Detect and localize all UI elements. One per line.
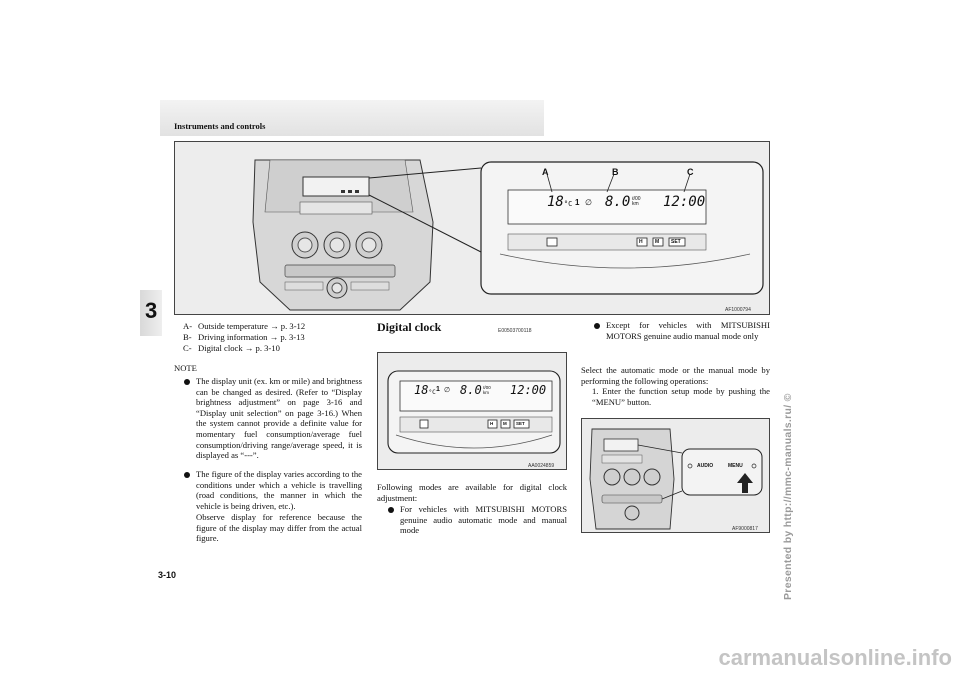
note-bullet-1: The display unit (ex. km or mile) and br… [184, 376, 362, 461]
label-c: C [687, 167, 694, 177]
chapter-number: 3 [145, 298, 158, 323]
bullet-dot [184, 472, 190, 478]
clock-figure: 18°C 1 ∅ 8.0 ℓ/00 km 12:00 H M SET AA002… [377, 352, 567, 470]
header-title: Instruments and controls [174, 121, 266, 131]
side-watermark: Presented by http://mmc-manuals.ru/ © [782, 393, 794, 600]
legend-b: B- Driving information → p. 3-13 [183, 332, 305, 342]
clock-display-temp-unit: °C [428, 389, 436, 396]
section-instructions: Select the automatic mode or the manual … [581, 365, 770, 386]
main-figure-code: AF1000794 [725, 307, 751, 313]
header-band [160, 100, 544, 136]
display-button-set: SET [671, 239, 681, 245]
bottom-watermark: carmanualsonline.info [718, 645, 953, 670]
section-bullet-1: For vehicles with MITSUBISHI MOTORS genu… [388, 504, 567, 536]
menu-figure: AUDIO MENU AF9000817 [581, 418, 770, 533]
section-code: E00503700118 [498, 328, 532, 334]
display-unit-bottom: km [632, 201, 639, 207]
bullet-dot [594, 323, 600, 329]
clock-display-fuel: 8.0 [460, 383, 482, 397]
legend-c: C- Digital clock → p. 3-10 [183, 343, 280, 353]
display-button-m: M [655, 239, 660, 245]
section-bullet-text: Except for vehicles with MITSUBISHI MOTO… [606, 320, 770, 341]
legend-key: B- [183, 332, 192, 342]
clock-display-temp: 18°C [414, 383, 436, 397]
clock-button-h: H [490, 421, 494, 426]
clock-button-set: SET [516, 421, 525, 426]
clock-display-dist-value: 1 [436, 386, 440, 393]
clock-display-unit-bottom: km [483, 389, 489, 395]
display-temp-unit: °C [563, 200, 573, 208]
display-unit-top: ℓ/00 [632, 196, 641, 202]
note-title: NOTE [174, 363, 197, 373]
menu-figure-menu-label: MENU [728, 463, 743, 469]
legend-key: A- [183, 321, 193, 331]
clock-button-m: M [503, 421, 507, 426]
bullet-dot [184, 379, 190, 385]
page-number: 3-10 [158, 570, 177, 580]
section-bullet-2: Except for vehicles with MITSUBISHI MOTO… [594, 320, 770, 341]
label-a: A [542, 167, 549, 177]
step-1: 1. Enter the function setup mode by push… [592, 386, 770, 407]
display-fuel: 8.0 [605, 194, 631, 210]
display-time: 12:00 [663, 194, 706, 210]
bullet-dot [388, 507, 394, 513]
display-fuel-unit: ℓ/00 km [632, 197, 641, 207]
legend-text: Digital clock → p. 3-10 [198, 343, 280, 353]
legend-text: Outside temperature → p. 3-12 [198, 321, 306, 331]
note-bullet-2-continued: Observe display for reference because th… [196, 512, 362, 544]
note-bullet-text: The figure of the display varies accordi… [196, 469, 362, 511]
display-temp-value: 18 [547, 194, 564, 210]
menu-figure-code: AF9000817 [732, 526, 758, 532]
menu-figure-audio-label: AUDIO [697, 463, 714, 469]
main-figure: A B C 18°C 1 ∅ 8.0 ℓ/00 km 12:00 H M SET… [174, 141, 770, 315]
section-bullet-text: For vehicles with MITSUBISHI MOTORS genu… [400, 504, 567, 536]
display-dist-symbol: ∅ [585, 198, 592, 207]
legend-a: A- Outside temperature → p. 3-12 [183, 321, 305, 331]
section-title: Digital clock [377, 320, 442, 334]
legend-text: Driving information → p. 3-13 [198, 332, 305, 342]
display-dist-value: 1 [575, 198, 580, 207]
clock-display-temp-value: 18 [414, 383, 429, 397]
audio-panel-illustration [589, 428, 763, 530]
label-b: B [612, 167, 619, 177]
clock-display-fuel-unit: ℓ/00 km [483, 385, 491, 395]
note-bullet-2: The figure of the display varies accordi… [184, 469, 362, 511]
clock-display-unit-top: ℓ/00 [483, 385, 491, 390]
chapter-tab [140, 290, 162, 336]
dashboard-illustration [252, 159, 764, 311]
section-intro: Following modes are available for digita… [377, 482, 567, 503]
note-bullet-text: The display unit (ex. km or mile) and br… [196, 376, 362, 461]
clock-display-dist-symbol: ∅ [444, 386, 451, 394]
display-button-h: H [639, 239, 643, 245]
clock-display-time: 12:00 [510, 383, 547, 397]
clock-display-illustration [387, 370, 561, 454]
legend-key: C- [183, 343, 192, 353]
clock-figure-code: AA0024859 [528, 463, 555, 469]
display-temp: 18°C [547, 194, 572, 210]
